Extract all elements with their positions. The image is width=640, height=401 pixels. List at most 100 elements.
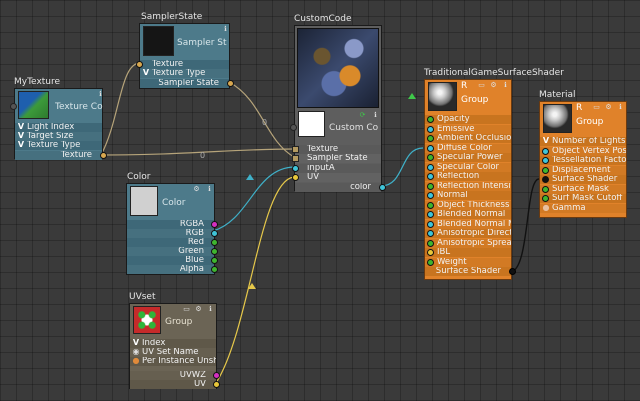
input-pin[interactable] — [542, 147, 549, 155]
input-row[interactable]: Object Vertex Posit — [540, 146, 626, 156]
input-row[interactable]: Object Thickness — [425, 200, 511, 210]
input-pin[interactable] — [427, 239, 434, 247]
refresh-icon[interactable]: ⟳ — [359, 111, 366, 119]
output-pin-texture[interactable] — [100, 152, 107, 159]
info-icon[interactable]: ℹ — [99, 90, 102, 98]
input-row[interactable]: Gamma● — [540, 203, 626, 213]
input-pin-texture[interactable] — [292, 146, 299, 153]
input-pin[interactable] — [427, 220, 434, 228]
input-row[interactable]: Surface Mask — [540, 184, 626, 194]
param-row[interactable]: ◉UV Set Name — [130, 348, 216, 357]
output-pin-green[interactable] — [211, 248, 218, 255]
input-row[interactable]: Emissive — [425, 124, 511, 134]
input-pin[interactable] — [427, 135, 434, 142]
input-pin[interactable] — [427, 154, 434, 161]
input-pin[interactable] — [542, 157, 549, 164]
info-icon[interactable]: ℹ — [209, 305, 212, 313]
output-row[interactable]: RGB — [127, 229, 214, 238]
node-traditional-game-surface-shader[interactable]: TraditionalGameSurfaceShader R Group ▭ ⚙… — [418, 68, 564, 283]
input-row[interactable]: Blended Normal Ma — [425, 219, 511, 229]
output-row[interactable]: Blue — [127, 256, 214, 265]
output-pin-color[interactable] — [379, 184, 386, 191]
input-row[interactable]: Surf Mask Cutoff — [540, 194, 626, 203]
input-row[interactable]: Anisotropic Spread — [425, 238, 511, 248]
lock-icon[interactable]: ▭ — [593, 103, 600, 111]
output-pin-red[interactable] — [211, 239, 218, 246]
lock-icon[interactable]: ▭ — [183, 305, 190, 313]
input-row[interactable]: Ambient Occlusion — [425, 134, 511, 143]
output-row[interactable]: UV — [130, 380, 216, 389]
lock-icon[interactable]: ▭ — [478, 81, 485, 89]
output-row[interactable]: Texture — [15, 151, 102, 160]
output-row[interactable]: color — [295, 183, 381, 192]
input-row[interactable]: Weight — [425, 257, 511, 267]
output-row[interactable]: Surface Shader — [425, 267, 511, 276]
input-row[interactable]: Displacement — [540, 165, 626, 175]
output-pin-uvwz[interactable] — [213, 372, 220, 379]
info-icon[interactable]: ℹ — [374, 111, 377, 119]
input-row[interactable]: Texture — [140, 60, 229, 69]
input-pin[interactable] — [542, 176, 549, 183]
node-customcode[interactable]: CustomCode Custom Co ⟳ ℹ Texture Sampler… — [290, 14, 386, 194]
input-row[interactable]: Anisotropic Directio — [425, 229, 511, 238]
input-row[interactable]: Tessellation Factor — [540, 156, 626, 165]
input-pin[interactable] — [427, 173, 434, 180]
input-pin[interactable] — [427, 201, 434, 209]
info-icon[interactable]: ℹ — [504, 81, 507, 89]
input-pin[interactable] — [427, 144, 434, 152]
input-row[interactable]: Reflection — [425, 172, 511, 181]
input-row[interactable]: Specular Color — [425, 162, 511, 172]
input-row[interactable]: UV — [295, 173, 381, 182]
output-pin-alpha[interactable] — [211, 266, 218, 273]
output-row[interactable]: UVWZ — [130, 371, 216, 380]
output-row[interactable]: Alpha — [127, 265, 214, 274]
input-row[interactable]: Blended Normal — [425, 210, 511, 219]
output-pin-blue[interactable] — [211, 257, 218, 264]
input-pin[interactable] — [542, 185, 549, 193]
param-row[interactable]: ●Per Instance Unshe — [130, 357, 216, 366]
input-pin-uv[interactable] — [292, 174, 299, 181]
settings-icon[interactable]: ⚙ — [490, 81, 497, 89]
settings-icon[interactable]: ⚙ — [195, 305, 202, 313]
input-pin[interactable] — [427, 230, 434, 237]
input-pin-sampler-state[interactable] — [292, 155, 299, 162]
input-pin[interactable] — [427, 182, 434, 190]
output-row[interactable]: Sampler State — [140, 79, 229, 88]
input-pin[interactable] — [427, 116, 434, 123]
input-row[interactable]: Reflection Intensity — [425, 181, 511, 191]
node-color[interactable]: Color Color ⚙ ℹ RGBA RGB Red Green Blue … — [120, 172, 220, 278]
settings-icon[interactable]: ⚙ — [193, 185, 200, 193]
output-row[interactable]: RGBA — [127, 220, 214, 229]
input-pin-inputa[interactable] — [292, 165, 299, 172]
output-pin-rgba[interactable] — [211, 221, 218, 228]
input-row[interactable]: Specular Power — [425, 153, 511, 162]
input-row[interactable]: inputA — [295, 164, 381, 173]
input-pin[interactable] — [427, 125, 434, 133]
output-pin-uv[interactable] — [213, 381, 220, 388]
input-pin[interactable] — [427, 249, 434, 256]
output-pin-surface-shader[interactable] — [509, 268, 516, 275]
input-row[interactable]: Sampler State — [295, 154, 381, 163]
input-row[interactable]: Texture — [295, 145, 381, 154]
output-row[interactable]: Green — [127, 247, 214, 256]
input-pin[interactable] — [290, 124, 297, 131]
output-pin-rgb[interactable] — [211, 230, 218, 237]
input-pin[interactable] — [427, 258, 434, 266]
settings-icon[interactable]: ⚙ — [605, 103, 612, 111]
input-row[interactable]: Opacity — [425, 115, 511, 124]
input-pin[interactable] — [10, 103, 17, 110]
input-pin-texture[interactable] — [136, 61, 143, 68]
output-row[interactable]: Red — [127, 238, 214, 247]
input-row[interactable]: Diffuse Color — [425, 143, 511, 153]
input-pin[interactable] — [542, 166, 549, 174]
info-icon[interactable]: ℹ — [208, 185, 211, 193]
